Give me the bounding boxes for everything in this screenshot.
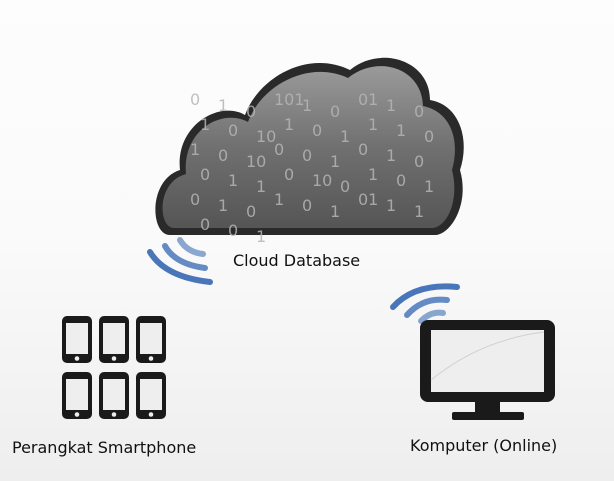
binary-digit: 1 [330,152,340,171]
binary-digit: 1 [284,115,294,134]
binary-digit: 1 [368,115,378,134]
binary-digit: 01 [358,90,378,109]
binary-digit: 0 [302,146,312,165]
binary-digit: 10 [246,152,266,171]
binary-digit: 0 [246,202,256,221]
binary-digit: 0 [330,102,340,121]
binary-digit: 10 [256,127,276,146]
binary-digit: 0 [302,196,312,215]
binary-digit: 01 [358,190,378,209]
binary-digit: 0 [340,177,350,196]
binary-digit: 1 [256,177,266,196]
smartphone-icon [62,316,92,363]
computer-monitor-icon [420,320,555,420]
binary-digit: 1 [190,140,200,159]
binary-digit: 0 [414,152,424,171]
binary-digit: 1 [340,127,350,146]
binary-digit: 1 [386,96,396,115]
binary-digit: 0 [218,146,228,165]
binary-digit: 1 [302,96,312,115]
binary-digit: 0 [284,165,294,184]
wifi-signal-icon-computer [390,283,460,324]
binary-digit: 1 [414,202,424,221]
smartphone-icon [136,372,166,419]
binary-digit: 1 [256,227,266,245]
computer-label: Komputer (Online) [410,436,558,455]
binary-digit: 1 [424,177,434,196]
binary-digit: 1 [218,196,228,215]
smartphone-icon [99,316,129,363]
binary-digit: 10 [312,171,332,190]
smartphone-icon [62,372,92,419]
binary-digit: 1 [368,165,378,184]
wifi-signal-icon-cloud [147,237,213,285]
binary-digit: 0 [358,140,368,159]
smartphones-label: Perangkat Smartphone [12,438,197,457]
binary-digit: 0 [312,121,322,140]
binary-digit: 0 [414,102,424,121]
binary-digit: 0 [396,171,406,190]
binary-digit: 0 [246,102,256,121]
binary-digit: 1 [396,121,406,140]
smartphone-icon [136,316,166,363]
binary-digit: 1 [330,202,340,221]
binary-digit: 0 [190,90,200,109]
binary-digit: 1 [228,171,238,190]
binary-digit: 1 [274,190,284,209]
binary-digit: 0 [274,140,284,159]
binary-digit: 0 [190,190,200,209]
binary-digit: 0 [424,127,434,146]
binary-digit: 1 [386,196,396,215]
binary-digit: 1 [218,96,228,115]
binary-digit: 0 [200,165,210,184]
smartphone-icon [99,372,129,419]
binary-digit: 1 [386,146,396,165]
cloud-database-label: Cloud Database [233,251,361,270]
binary-digit: 101 [274,90,305,109]
binary-digit: 0 [200,215,210,234]
binary-digit: 1 [200,115,210,134]
binary-digit: 0 [228,121,238,140]
binary-digit: 0 [228,221,238,240]
